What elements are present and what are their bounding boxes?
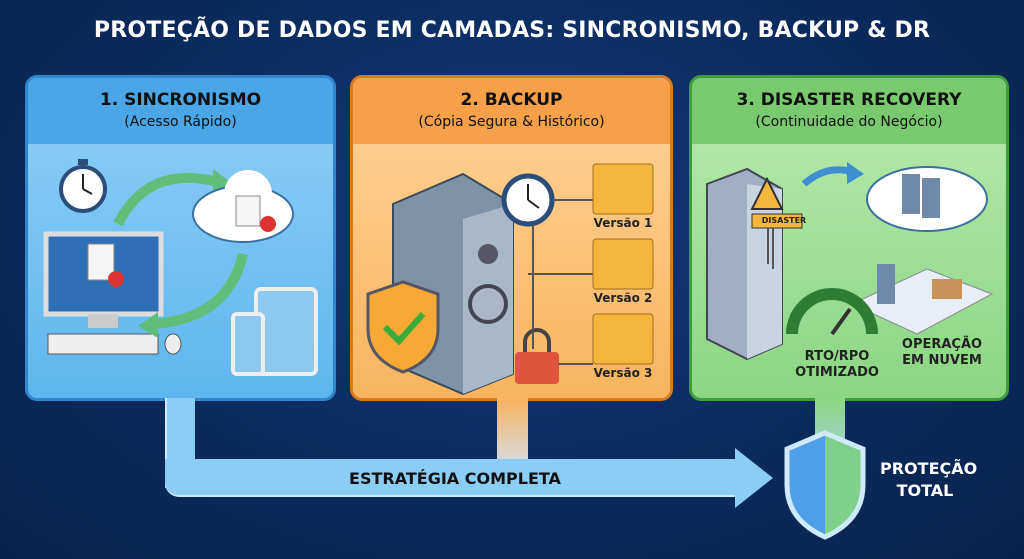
panel-backup: 2. BACKUP (Cópia Segura & Histórico) Vers…: [350, 75, 673, 401]
folder-icon: [592, 163, 654, 215]
panel-title: 3. DISASTER RECOVERY: [736, 90, 962, 110]
shield-check-icon: [366, 280, 440, 374]
panel-sincronismo: 1. SINCRONISMO (Acesso Rápido): [25, 75, 336, 401]
arrowhead-icon: [735, 448, 773, 508]
total-protection-label: PROTEÇÃO TOTAL: [880, 459, 978, 500]
tablet-phone-icon: [231, 287, 318, 376]
panel-title: 2. BACKUP: [460, 90, 563, 110]
panel-subtitle: (Acesso Rápido): [124, 114, 237, 130]
version-label: Versão 1: [593, 216, 653, 230]
gauge-icon: [786, 288, 878, 336]
shield-icon: [784, 430, 866, 540]
backup-connector: [497, 398, 528, 460]
panel-subtitle: (Cópia Segura & Histórico): [418, 114, 605, 130]
backup-illustration: [366, 163, 654, 396]
panel-disaster-recovery: 3. DISASTER RECOVERY (Continuidade do Neg…: [689, 75, 1009, 401]
cloud-operation-label: OPERAÇÃO EM NUVEM: [901, 337, 983, 368]
panel-subtitle: (Continuidade do Negócio): [755, 114, 943, 130]
strategy-label: ESTRATÉGIA COMPLETA: [349, 469, 561, 488]
cloud-servers-icon: [866, 166, 988, 232]
office-datacenter-icon: [850, 264, 994, 335]
strategy-arrow: [165, 459, 745, 497]
version-label: Versão 3: [593, 366, 653, 380]
disaster-sign: DISASTER: [761, 216, 807, 225]
desktop-computer-icon: [43, 231, 182, 355]
warning-sign-icon: [750, 176, 784, 269]
folder-icon: [592, 313, 654, 365]
version-label: Versão 2: [593, 291, 653, 305]
panel-title: 1. SINCRONISMO: [99, 90, 262, 110]
clock-icon: [501, 173, 555, 227]
gauge-label: RTO/RPO OTIMIZADO: [795, 349, 879, 380]
folder-icon: [592, 238, 654, 290]
stopwatch-icon: [59, 159, 107, 213]
dr-illustration: [706, 162, 994, 361]
cloud-icon: [192, 170, 294, 243]
padlock-icon: [515, 328, 559, 384]
sync-illustration: [43, 159, 318, 376]
page-title: PROTEÇÃO DE DADOS EM CAMADAS: SINCRONISM…: [93, 18, 931, 43]
